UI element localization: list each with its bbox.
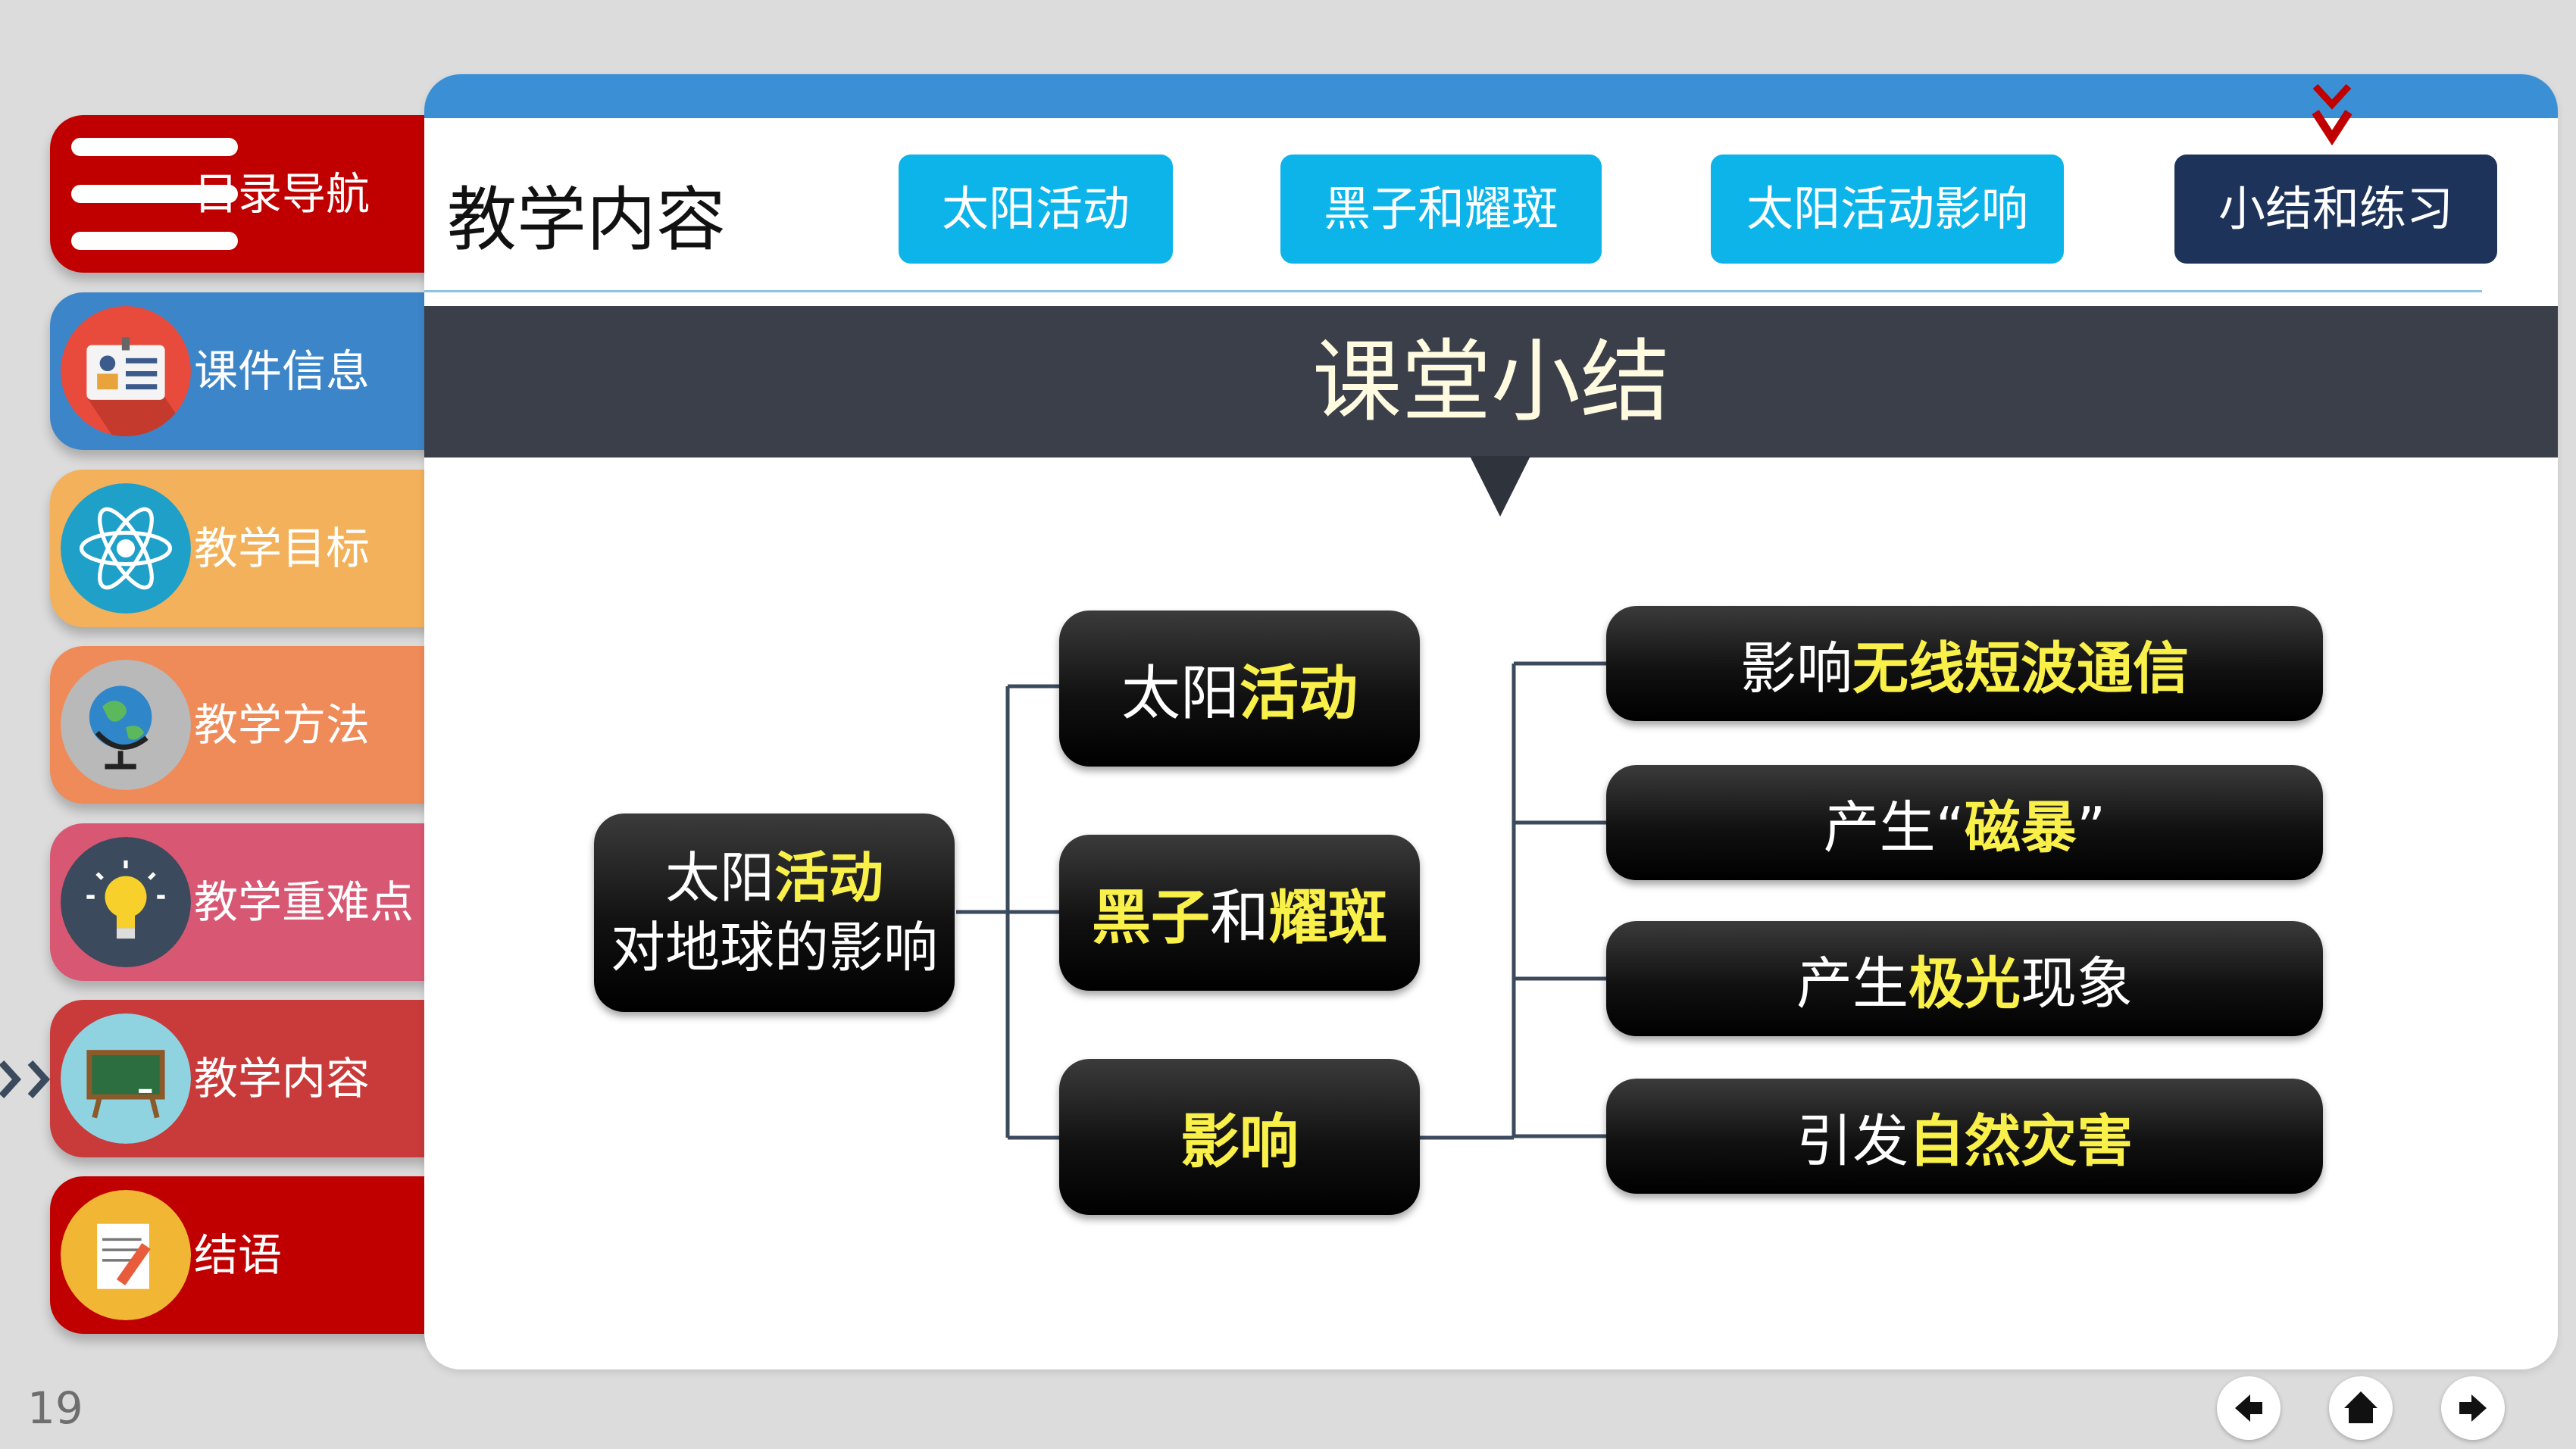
sidebar-item-label: 教学重难点 [194,876,414,928]
next-button[interactable] [2441,1376,2505,1440]
home-button[interactable] [2329,1376,2393,1440]
banner: 课堂小结 [424,306,2558,457]
mindmap-node-sunspots-flares: 黑子和耀斑 [1059,835,1420,991]
sidebar-item-label: 教学目标 [194,523,370,574]
sidebar-item-label: 教学方法 [194,699,370,751]
mindmap-node-aurora: 产生极光现象 [1606,921,2323,1036]
tab-summary-exercises[interactable]: 小结和练习 [2174,155,2497,264]
sidebar-item-label: 教学内容 [194,1053,370,1104]
center-line-2: 对地球的影响 [610,916,938,979]
prev-button[interactable] [2217,1376,2281,1440]
page-number: 19 [27,1382,83,1434]
notepad-icon [61,1190,191,1320]
tab-solar-activity-impact[interactable]: 太阳活动影响 [1711,155,2064,264]
sidebar-item-teaching-methods[interactable]: 教学方法 [50,646,444,804]
banner-pointer [1470,456,1530,517]
sidebar-item-label: 目录导航 [194,168,370,220]
sidebar-item-label: 结语 [194,1229,283,1281]
sidebar-item-teaching-goals[interactable]: 教学目标 [50,470,444,627]
mindmap-node-radio-communication: 影响无线短波通信 [1606,606,2323,721]
tab-solar-activity[interactable]: 太阳活动 [899,155,1173,264]
sidebar-item-course-info[interactable]: 课件信息 [50,292,444,450]
menu-icon [71,138,238,251]
prev-icon [2235,1394,2262,1422]
mindmap-center-node: 太阳活动 对地球的影响 [594,814,955,1012]
sidebar-item-label: 课件信息 [194,345,370,397]
mindmap-node-impact: 影响 [1059,1059,1420,1215]
home-icon [2344,1391,2377,1423]
active-section-arrow-icon [0,1060,51,1099]
atom-icon [61,483,191,614]
globe-icon [61,660,191,790]
mindmap-node-natural-disasters: 引发自然灾害 [1606,1079,2323,1194]
tab-sunspots-flares[interactable]: 黑子和耀斑 [1280,155,1602,264]
active-tab-marker-icon [2312,83,2352,146]
panel-top-bar [424,74,2558,118]
blackboard-icon [61,1013,191,1144]
sidebar-item-teaching-content[interactable]: 教学内容 [50,1000,444,1157]
tab-divider [424,290,2482,292]
mindmap-node-solar-activity: 太阳活动 [1059,611,1420,767]
banner-title: 课堂小结 [1311,329,1670,434]
center-line-1: 太阳活动 [664,846,884,910]
sidebar-item-toc[interactable]: 目录导航 [50,115,444,273]
mindmap-node-magnetic-storm: 产生“磁暴” [1606,765,2323,880]
sidebar-item-key-points[interactable]: 教学重难点 [50,823,444,981]
lightbulb-icon [61,837,191,967]
next-icon [2459,1394,2487,1422]
sidebar-item-conclusion[interactable]: 结语 [50,1176,444,1334]
section-title: 教学内容 [447,180,727,261]
